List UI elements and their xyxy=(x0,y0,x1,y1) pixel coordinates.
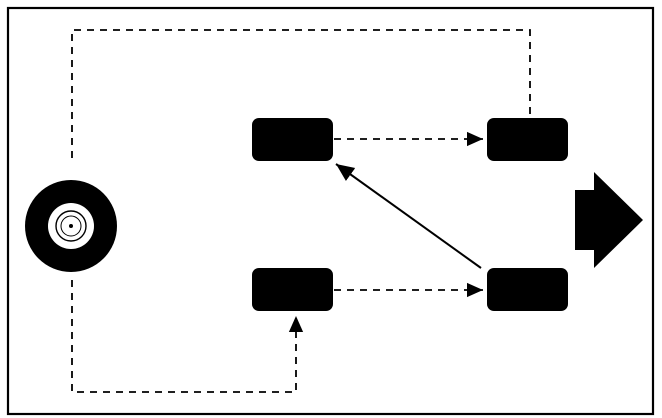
rear-right-wheel xyxy=(487,268,568,311)
front-right-wheel xyxy=(487,118,568,161)
forward-direction-arrow-icon xyxy=(575,172,643,268)
tire-icon xyxy=(25,180,117,272)
spare-to-rear-left-arrow xyxy=(71,280,304,393)
front-left-wheel xyxy=(252,118,333,161)
spare-to-front-right-connector xyxy=(71,29,531,158)
rear-left-wheel xyxy=(252,268,333,311)
diagram-frame xyxy=(6,6,655,416)
rear-right-to-front-left-arrow xyxy=(335,163,482,269)
